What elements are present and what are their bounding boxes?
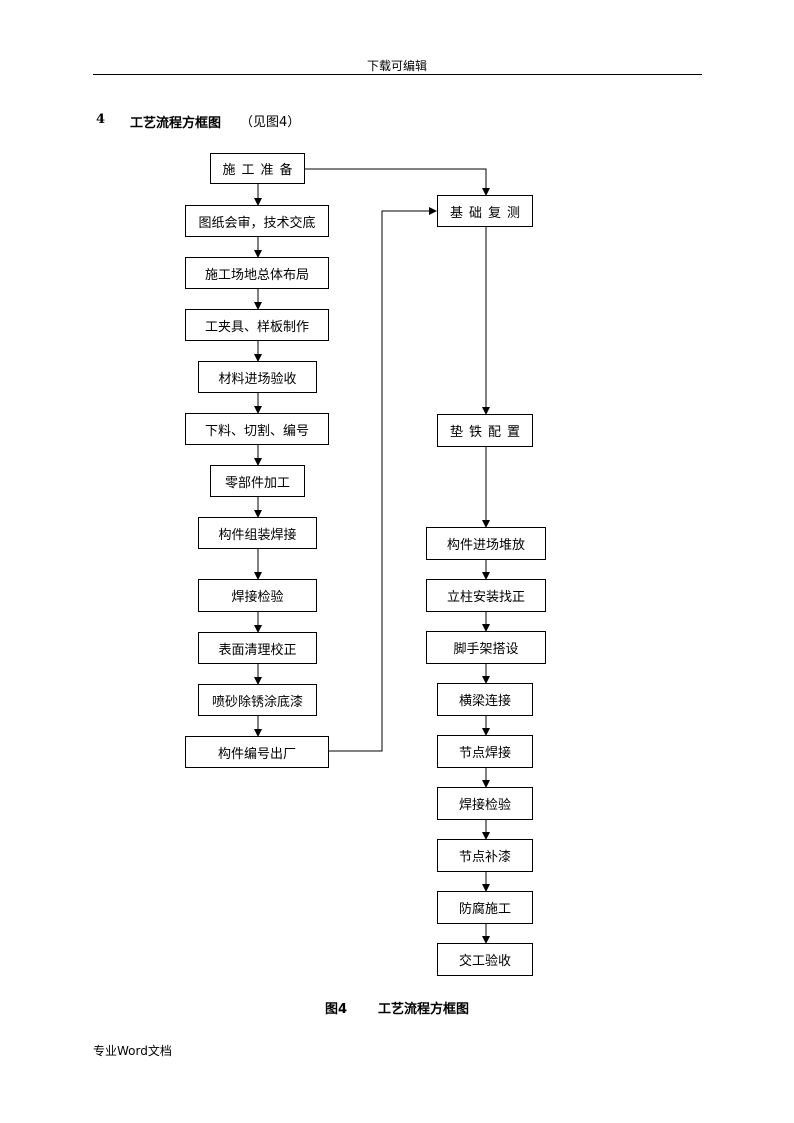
flow-step-column-alignment: 立柱安装找正 [426, 579, 546, 612]
page-header: 下载可编辑 [366, 59, 427, 73]
flow-step-construction-prep: 施工准备 [210, 153, 305, 184]
flow-step-component-stacking: 构件进场堆放 [426, 527, 546, 560]
flow-step-sandblast-primer: 喷砂除锈涂底漆 [198, 684, 317, 716]
flow-step-fixture-template: 工夹具、样板制作 [185, 309, 329, 341]
flow-step-drawing-review: 图纸会审，技术交底 [185, 205, 329, 237]
flow-step-foundation-survey: 基础复测 [437, 195, 533, 227]
flow-step-beam-connection: 横梁连接 [437, 683, 533, 716]
flow-step-joint-welding: 节点焊接 [437, 735, 533, 768]
section-figure-reference: （见图4） [240, 115, 301, 130]
flow-step-site-layout: 施工场地总体布局 [185, 257, 329, 289]
section-title: 工艺流程方框图 [130, 116, 222, 131]
flow-step-weld-inspection-site: 焊接检验 [437, 787, 533, 820]
flow-step-shim-placement: 垫铁配置 [437, 414, 533, 447]
header-divider [93, 74, 702, 75]
flow-step-joint-touchup-paint: 节点补漆 [437, 839, 533, 872]
flow-step-scaffolding: 脚手架搭设 [426, 631, 546, 664]
arrow-shipping-to-survey [329, 207, 437, 752]
section-number: 4 [96, 112, 106, 127]
flow-step-anticorrosion: 防腐施工 [437, 891, 533, 924]
flow-step-weld-inspection: 焊接检验 [198, 579, 317, 612]
figure-title: 工艺流程方框图 [378, 1002, 470, 1017]
arrow-prep-to-survey [305, 168, 490, 196]
flow-step-handover-acceptance: 交工验收 [437, 943, 533, 976]
figure-number: 图4 [324, 1002, 347, 1017]
flow-step-surface-correction: 表面清理校正 [198, 632, 317, 664]
flow-step-cutting-numbering: 下料、切割、编号 [185, 413, 329, 445]
flow-step-material-inspection: 材料进场验收 [198, 361, 317, 393]
flow-step-assembly-welding: 构件组装焊接 [198, 517, 317, 549]
flow-step-parts-machining: 零部件加工 [210, 465, 305, 497]
page-footer: 专业Word文档 [93, 1044, 172, 1058]
flow-step-numbering-shipping: 构件编号出厂 [185, 736, 329, 768]
figure-caption: 图4 工艺流程方框图 [0, 998, 794, 1017]
